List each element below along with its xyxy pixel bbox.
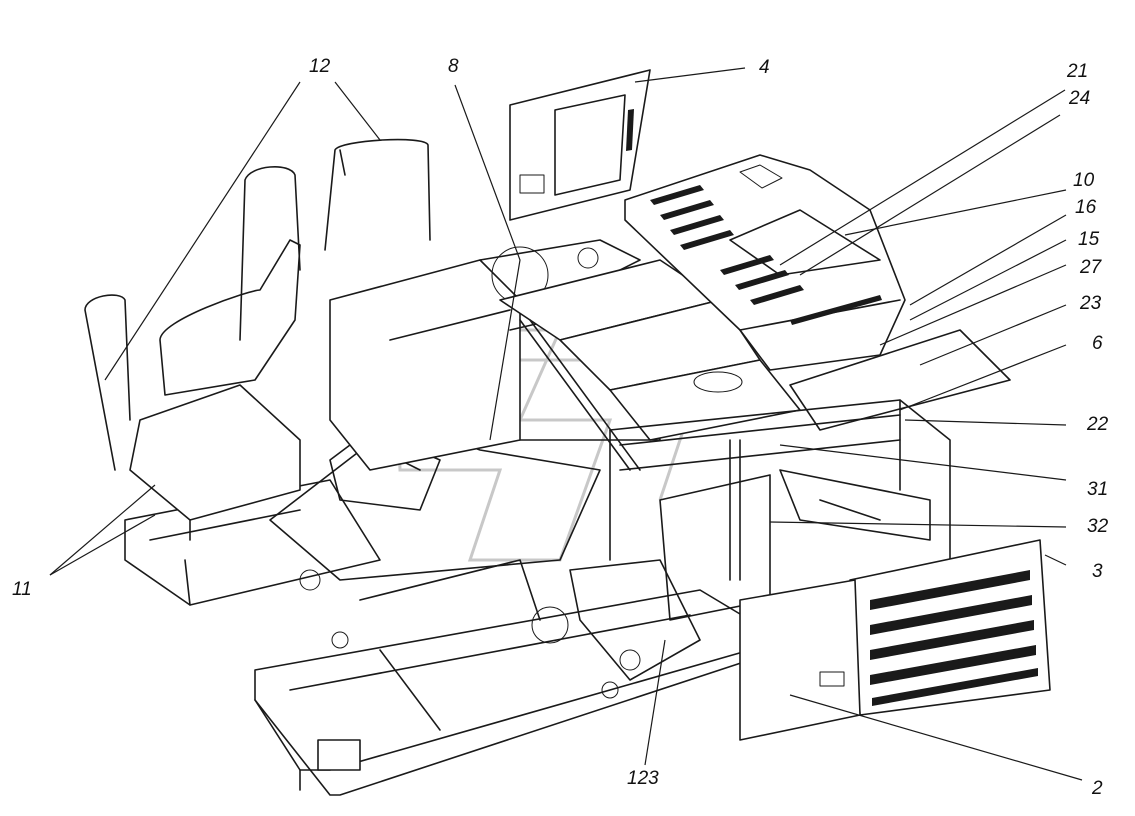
callout-3: 3 xyxy=(1092,561,1103,582)
callout-12: 12 xyxy=(309,56,331,77)
callout-123: 123 xyxy=(627,768,659,789)
handrails xyxy=(84,138,431,471)
leader-lines xyxy=(49,67,1083,781)
callout-8: 8 xyxy=(448,56,459,77)
callout-4: 4 xyxy=(759,57,770,78)
door-panel xyxy=(739,579,861,741)
callout-2: 2 xyxy=(1092,778,1103,799)
callout-31: 31 xyxy=(1087,479,1109,500)
grille-slots xyxy=(870,570,1038,706)
engine-hood xyxy=(624,154,906,371)
callout-32: 32 xyxy=(1087,516,1109,537)
frame-end-plate xyxy=(317,739,361,771)
callout-23: 23 xyxy=(1080,293,1102,314)
callout-22: 22 xyxy=(1087,414,1109,435)
callout-10: 10 xyxy=(1073,170,1095,191)
callout-27: 27 xyxy=(1080,257,1102,278)
callout-24: 24 xyxy=(1069,88,1091,109)
operator-seat xyxy=(129,239,301,541)
callout-11: 11 xyxy=(12,579,32,600)
callout-21: 21 xyxy=(1067,61,1089,82)
hood-vent-slots xyxy=(650,185,882,325)
callout-6: 6 xyxy=(1092,333,1103,354)
callout-15: 15 xyxy=(1078,229,1100,250)
callout-16: 16 xyxy=(1075,197,1097,218)
radiator-grille xyxy=(849,539,1051,716)
guard-frame xyxy=(609,399,951,621)
side-cover-panel xyxy=(509,69,651,221)
